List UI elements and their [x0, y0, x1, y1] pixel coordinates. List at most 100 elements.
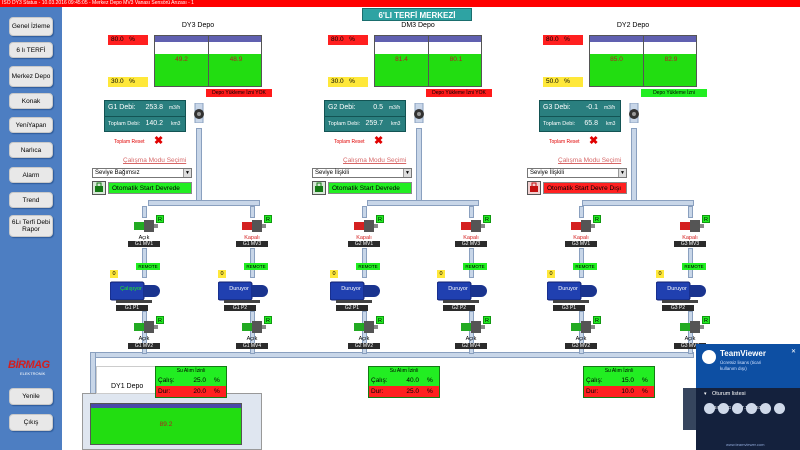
- close-icon[interactable]: ✕: [790, 349, 796, 355]
- pump-icon[interactable]: [655, 279, 706, 303]
- r-badge: R: [376, 215, 384, 223]
- phone-icon[interactable]: [732, 403, 743, 414]
- nav-trend[interactable]: Trend: [9, 192, 53, 208]
- auto-start-toggle[interactable]: [527, 181, 541, 195]
- depot-load-status: Depo Yükleme İzni: [641, 89, 707, 97]
- settings-icon[interactable]: [774, 403, 785, 414]
- depot-min-setpoint[interactable]: 30.0 %: [328, 77, 368, 87]
- chevron-down-icon[interactable]: ▾: [704, 391, 707, 397]
- nav-genel-izleme[interactable]: Genel İzleme: [9, 17, 53, 36]
- mode-select[interactable]: Seviye İlişkili▼: [527, 168, 627, 178]
- nav-narlica[interactable]: Narlıca: [9, 142, 53, 158]
- motor-valve-icon[interactable]: [680, 320, 704, 333]
- r-badge: R: [156, 316, 164, 324]
- intake-start-row[interactable]: Çalış:15.0%: [584, 375, 654, 386]
- intake-stop-row[interactable]: Dur:25.0%: [369, 386, 439, 397]
- nav-yeniyapan[interactable]: YeniYapan: [9, 117, 53, 133]
- motor-valve-icon[interactable]: [680, 219, 704, 232]
- nav-label: Genel İzleme: [11, 23, 51, 30]
- pump-state: Duruyor: [667, 286, 687, 292]
- pump-icon[interactable]: [109, 279, 160, 303]
- pump-icon[interactable]: [329, 279, 380, 303]
- min-value: 50.0: [546, 78, 559, 85]
- motor-valve-icon[interactable]: [134, 219, 158, 232]
- nav-6li-terfi[interactable]: 6 lı TERFİ: [9, 42, 53, 58]
- logo-text: BİRMAG: [8, 359, 50, 371]
- start-label: Çalış:: [371, 377, 388, 384]
- unit: %: [349, 36, 355, 43]
- nav-debi-rapor[interactable]: 6Lı Terfi Debi Rapor: [9, 215, 53, 237]
- reset-x-icon[interactable]: ✖: [374, 135, 384, 147]
- total-unit: km3: [606, 121, 616, 127]
- dy1-tank: 89.2: [90, 403, 242, 445]
- nav-alarm[interactable]: Alarm: [9, 167, 53, 183]
- intake-start-row[interactable]: Çalış:25.0%: [156, 375, 226, 386]
- motor-valve-icon[interactable]: [571, 219, 595, 232]
- motor-valve-icon[interactable]: [354, 320, 378, 333]
- depot-max-setpoint[interactable]: 80.0 %: [543, 35, 583, 45]
- pump-icon[interactable]: [436, 279, 487, 303]
- teamviewer-footer-link[interactable]: www.teamviewer.com: [726, 442, 765, 447]
- intake-stop-row[interactable]: Dur:10.0%: [584, 386, 654, 397]
- r-badge: R: [593, 316, 601, 324]
- auto-start-toggle[interactable]: [92, 181, 106, 195]
- logo-subtext: ELEKTRONİK: [20, 371, 46, 376]
- r-badge: R: [702, 215, 710, 223]
- intake-start-row[interactable]: Çalış:40.0%: [369, 375, 439, 386]
- nav-merkez-depo[interactable]: Merkez Depo: [9, 66, 53, 87]
- depot-tank: 49.2 48.9: [154, 35, 262, 87]
- pump-label: G1 P1: [116, 305, 148, 311]
- motor-valve-icon[interactable]: [461, 219, 485, 232]
- mode-select[interactable]: Seviye İlişkili▼: [312, 168, 412, 178]
- tank-level-2: 82.9: [664, 56, 678, 63]
- pump-icon[interactable]: [546, 279, 597, 303]
- valve-label: G1 MV4: [236, 343, 268, 349]
- pump-state: Duruyor: [448, 286, 468, 292]
- refresh-button[interactable]: Yenile: [9, 388, 53, 405]
- pump-counter: 0: [218, 270, 226, 278]
- depot-min-setpoint[interactable]: 50.0 %: [543, 77, 583, 87]
- motor-valve-icon[interactable]: [571, 320, 595, 333]
- max-value: 80.0: [331, 36, 344, 43]
- depot-load-status: Depo Yükleme İzni YOK: [206, 89, 272, 97]
- depot-min-setpoint[interactable]: 30.0 %: [108, 77, 148, 87]
- pipe: [142, 206, 147, 218]
- pipe: [579, 206, 584, 218]
- motor-valve-icon[interactable]: [354, 219, 378, 232]
- pump-state: Çalışıyor: [120, 286, 142, 292]
- teamviewer-panel[interactable]: TeamViewer Ücretsiz lisans (ticari kulla…: [696, 344, 800, 450]
- mode-title: Çalışma Modu Seçimi: [343, 157, 407, 164]
- unit: %: [214, 377, 220, 384]
- teamviewer-side-tab[interactable]: [683, 388, 696, 430]
- reset-x-icon[interactable]: ✖: [589, 135, 599, 147]
- nav-konak[interactable]: Konak: [9, 93, 53, 109]
- auto-start-status: Otomatik Start Devrede: [108, 182, 192, 194]
- nav-label: Merkez Depo: [11, 73, 51, 80]
- whiteboard-icon[interactable]: [760, 403, 771, 414]
- video-icon[interactable]: [718, 403, 729, 414]
- exit-button[interactable]: Çıkış: [9, 414, 53, 431]
- intake-stop-row[interactable]: Dur:20.0%: [156, 386, 226, 397]
- pump-counter: 0: [547, 270, 555, 278]
- valve-state: Kapalı: [356, 235, 372, 241]
- motor-valve-icon[interactable]: [242, 219, 266, 232]
- mode-selected-value: Seviye İlişkili: [530, 170, 565, 176]
- remote-badge: REMOTE: [682, 263, 706, 270]
- motor-valve-icon[interactable]: [461, 320, 485, 333]
- unit: %: [427, 388, 433, 395]
- pump-icon[interactable]: [217, 279, 268, 303]
- depot-max-setpoint[interactable]: 80.0 %: [108, 35, 148, 45]
- pipe: [416, 128, 422, 201]
- file-icon[interactable]: [746, 403, 757, 414]
- mode-select[interactable]: Seviye Bağımsız▼: [92, 168, 192, 178]
- valve-state: Açık: [684, 336, 696, 342]
- valve-label: G2 MV1: [348, 241, 380, 247]
- auto-start-toggle[interactable]: [312, 181, 326, 195]
- motor-valve-icon[interactable]: [134, 320, 158, 333]
- chat-icon[interactable]: [704, 403, 715, 414]
- depot-max-setpoint[interactable]: 80.0 %: [328, 35, 368, 45]
- pump-label: G2 P1: [336, 305, 368, 311]
- reset-x-icon[interactable]: ✖: [154, 135, 164, 147]
- flow-meter-icon: [191, 102, 207, 124]
- motor-valve-icon[interactable]: [242, 320, 266, 333]
